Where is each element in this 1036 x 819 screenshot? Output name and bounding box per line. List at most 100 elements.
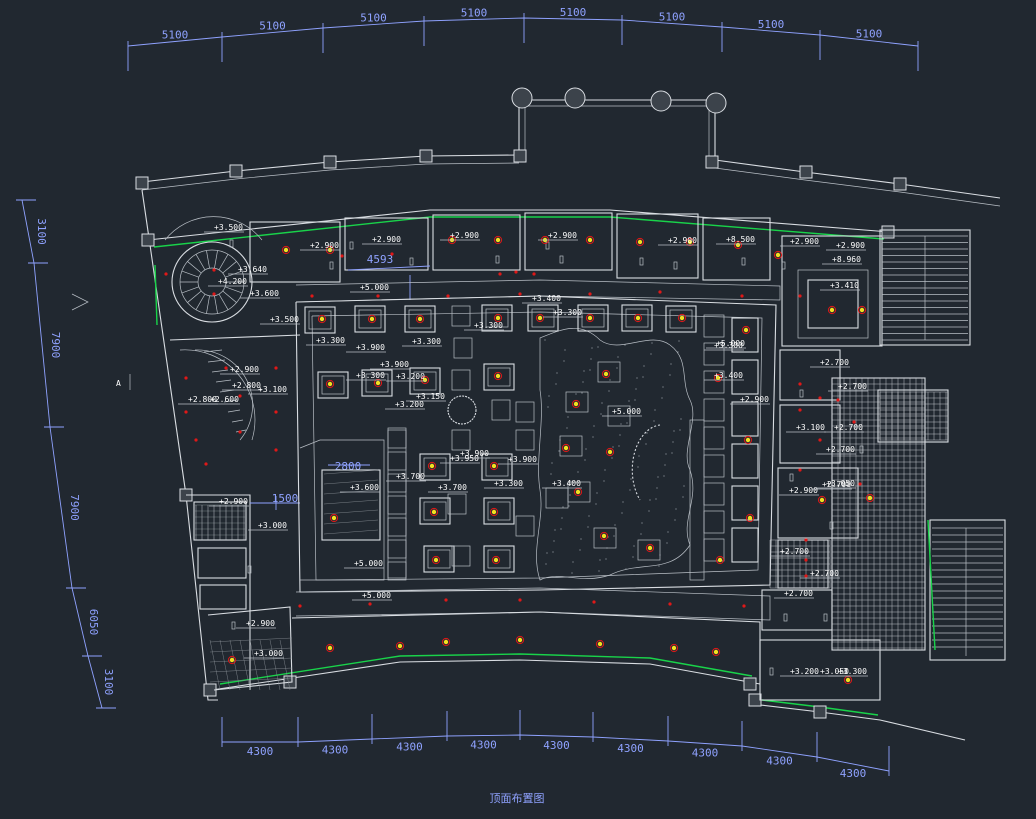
ceiling-panel-inner [308,310,332,330]
ceiling-panel-inner [408,309,432,329]
east-room-ceiling [797,269,869,339]
display-hatch [323,499,379,505]
garden-texture-dot [605,558,607,560]
ceiling-level-label: +2.700 [838,382,867,391]
garden-texture-dot [547,406,549,408]
hall-sub-zone [299,439,385,581]
ceiling-level-label: +2.900 [789,486,818,495]
dimension-label: 6050 [87,609,100,636]
ramp-step [227,409,241,413]
downlight [491,509,497,515]
booth [703,314,725,338]
ceiling-panel [621,304,653,332]
red-light [340,254,344,258]
downlight-ring [427,461,437,471]
garden-texture-dot [669,374,671,376]
dimension-label: 5100 [162,29,189,42]
ceiling-level-label: +3.200 [790,667,819,676]
downlight [601,533,607,539]
downlight [715,375,721,381]
downlight-ring [605,447,615,457]
fixture-mark [545,241,550,250]
ceiling-panel [481,304,513,332]
garden-texture-dot [555,383,557,385]
ceiling-panel [419,497,451,525]
dimension-label: 7900 [68,494,81,521]
downlight-ring [493,371,503,381]
round-feature [447,395,477,425]
garden-texture-dot [600,413,602,415]
curved-ramp-inner [194,349,253,441]
bottom-dimension-line [222,734,890,772]
service-room [199,584,247,610]
north-bay-room [616,213,699,279]
ceiling-level-label: +3.100 [796,423,825,432]
downlight-ring [429,507,439,517]
ceiling-level-label: +3.950 [450,454,479,463]
garden-texture-dot [584,459,586,461]
square-column [419,149,433,163]
ceiling-level-label: +3.150 [416,392,445,401]
fixture-mark [229,239,234,248]
garden-texture-dot [554,529,556,531]
downlight [397,643,403,649]
downlight-ring [535,313,545,323]
ceiling-panel-inner [487,367,511,387]
dimension-label: 5100 [659,11,686,24]
booth [703,510,725,534]
red-light [238,394,242,398]
red-light [194,438,198,442]
grid-ceiling-layer [195,377,949,651]
garden-texture-dot [564,349,566,351]
downlight [603,371,609,377]
drawing-title: 顶面布置图 [490,792,545,805]
garden-texture-dot [634,399,636,401]
stair-tread [218,254,229,271]
garden-texture-dot [611,457,613,459]
ceiling-level-label: +3.900 [380,360,409,369]
inner-dimension-label: 1500 [272,492,299,505]
downlight [431,509,437,515]
ceiling-level-label: +2.700 [820,358,849,367]
garden-texture-dot [571,572,573,574]
garden-outline [536,327,694,581]
garden-texture-dot [599,559,601,561]
dimension-label: 4300 [692,747,719,760]
ceiling-level-label: +3.300 [356,371,385,380]
garden-texture-dot [653,420,655,422]
red-light [204,462,208,466]
red-light [446,294,450,298]
entry-grid-line [239,639,251,691]
downlight [443,639,449,645]
red-light [804,538,808,542]
partition [169,334,301,341]
ceiling-level-label: +3.900 [508,455,537,464]
red-light [592,600,596,604]
stair-tread [195,254,206,271]
fixture-mark [329,261,334,270]
garden-texture-dot [608,390,610,392]
downlight-ring [420,375,430,385]
downlight-ring [585,235,595,245]
east-small-room [759,639,881,701]
garden-planter [593,527,617,549]
square-column [881,225,895,239]
garden-texture-dot [580,538,582,540]
dimension-label: 3100 [102,669,115,696]
ceiling-level-label: +2.900 [790,237,819,246]
entry-grid-line [229,639,241,691]
downlight-ring [415,314,425,324]
stair-tread [187,261,202,274]
garden-texture-dot [655,498,657,500]
ceiling-level-label: +2.900 [548,231,577,240]
downlight-ring [373,378,383,388]
garden-texture-dot [626,422,628,424]
garden-texture-dot [617,356,619,358]
dimension-label: 5100 [461,7,488,20]
downlight [573,401,579,407]
downlight [495,373,501,379]
entry-grid-line [269,639,281,691]
fixture-mark [823,613,828,622]
ceiling-panel-inner [485,457,509,477]
square-column [893,177,907,191]
